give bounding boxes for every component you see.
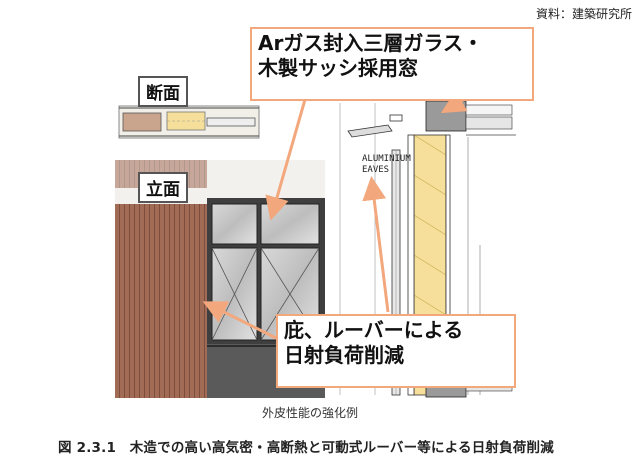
glass-callout-line-2: 木製サッシ採用窓	[258, 56, 418, 80]
source-label: 資料：建築研究所	[535, 7, 632, 21]
elevation-label: 立面	[138, 172, 188, 203]
elevation-drawing	[115, 160, 325, 398]
arrow-louver-to-elevation	[202, 301, 277, 340]
sub-caption: 外皮性能の強化例	[262, 406, 359, 420]
louver-callout-line-1: 庇、ルーバーによる	[284, 318, 464, 342]
arrow-glass-to-window	[265, 95, 308, 221]
arrow-louver-to-eaves	[362, 176, 390, 313]
louver-callout: 庇、ルーバーによる 日射負荷削減	[276, 314, 516, 388]
glass-callout-line-1: Arガス封入三層ガラス・	[258, 31, 483, 55]
section-label: 断面	[138, 76, 188, 107]
glass-callout: Arガス封入三層ガラス・ 木製サッシ採用窓	[250, 27, 534, 101]
eaves-line-2: EAVES	[362, 164, 390, 175]
plan-section-drawing	[115, 88, 263, 143]
eaves-line-1: ALUMINIUM	[362, 154, 411, 164]
figure-caption: 図 2.3.1 木造での高い高気密・高断熱と可動式ルーバー等による日射負荷削減	[58, 440, 554, 456]
louver-callout-line-2: 日射負荷削減	[284, 343, 404, 367]
eaves-annotation: ALUMINIUM EAVES	[362, 154, 411, 176]
